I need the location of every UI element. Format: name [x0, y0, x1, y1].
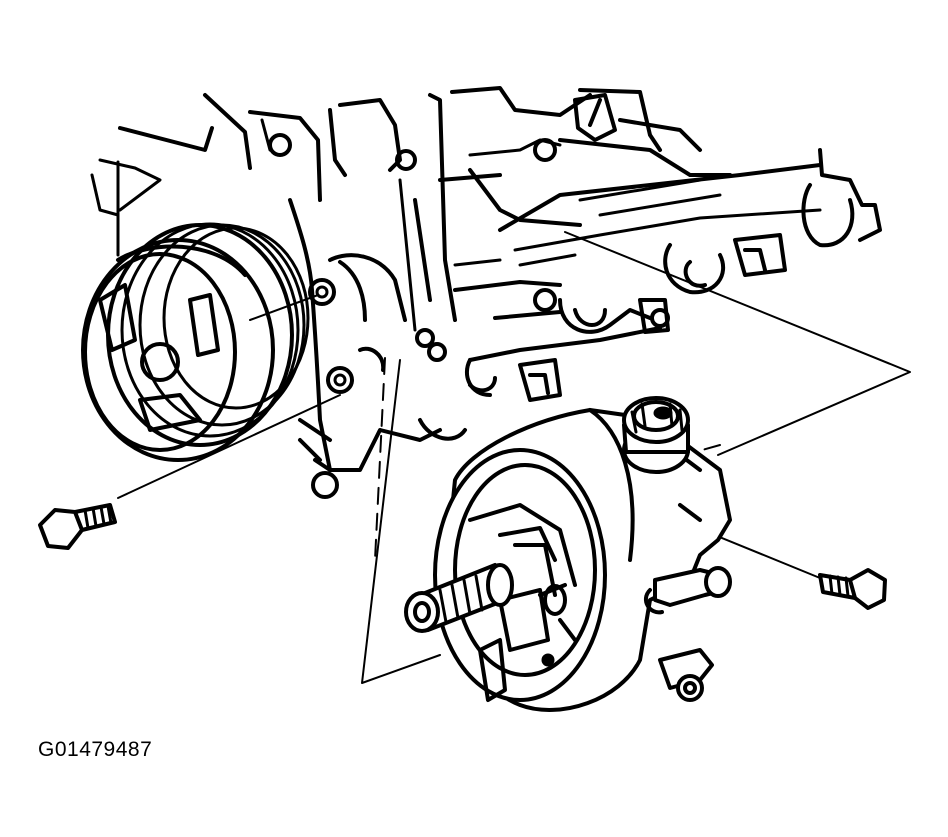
right-mounting-bolt: [818, 568, 887, 610]
left-mounting-bolt: [38, 503, 117, 550]
background-bolts: [268, 133, 670, 328]
figure-id-label: G01479487: [38, 738, 153, 761]
power-steering-pump: [404, 396, 732, 712]
crankshaft-pulley: [81, 222, 310, 462]
mounting-bracket: [288, 198, 447, 499]
engine-block: [90, 86, 882, 462]
